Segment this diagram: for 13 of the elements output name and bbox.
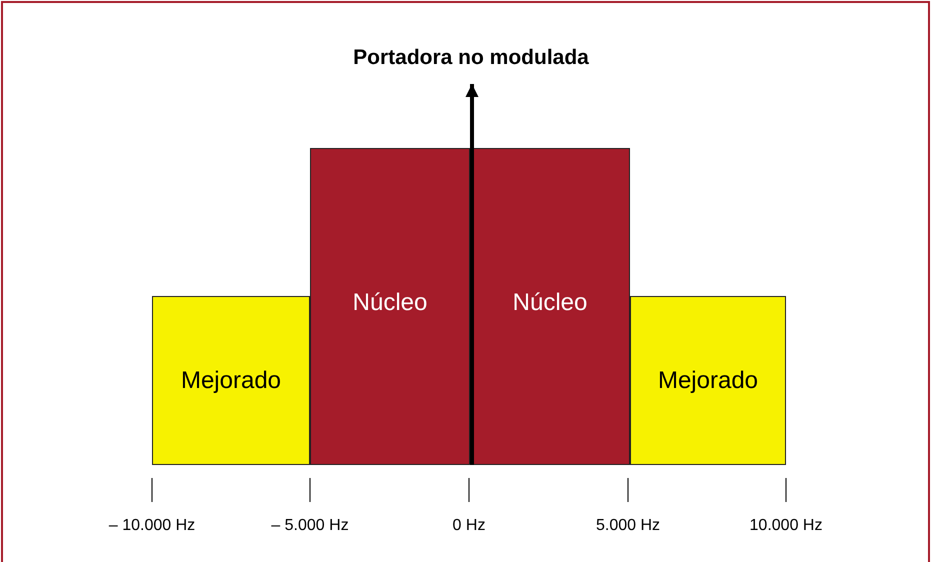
frequency-label: 10.000 Hz xyxy=(750,517,822,535)
carrier-label: Portadora no modulada xyxy=(353,46,589,70)
band-label: Núcleo xyxy=(352,289,428,317)
frequency-label: 0 Hz xyxy=(452,517,486,535)
band-label: Núcleo xyxy=(512,289,588,317)
band-label: Mejorado xyxy=(658,367,758,395)
frequency-label: 5.000 Hz xyxy=(596,517,660,535)
spectrum-band xyxy=(310,148,470,465)
spectrum-band xyxy=(630,296,786,465)
spectrum-band xyxy=(152,296,310,465)
frequency-label: – 10.000 Hz xyxy=(108,517,196,535)
band-label: Mejorado xyxy=(180,367,282,395)
frequency-label: – 5.000 Hz xyxy=(271,517,349,535)
